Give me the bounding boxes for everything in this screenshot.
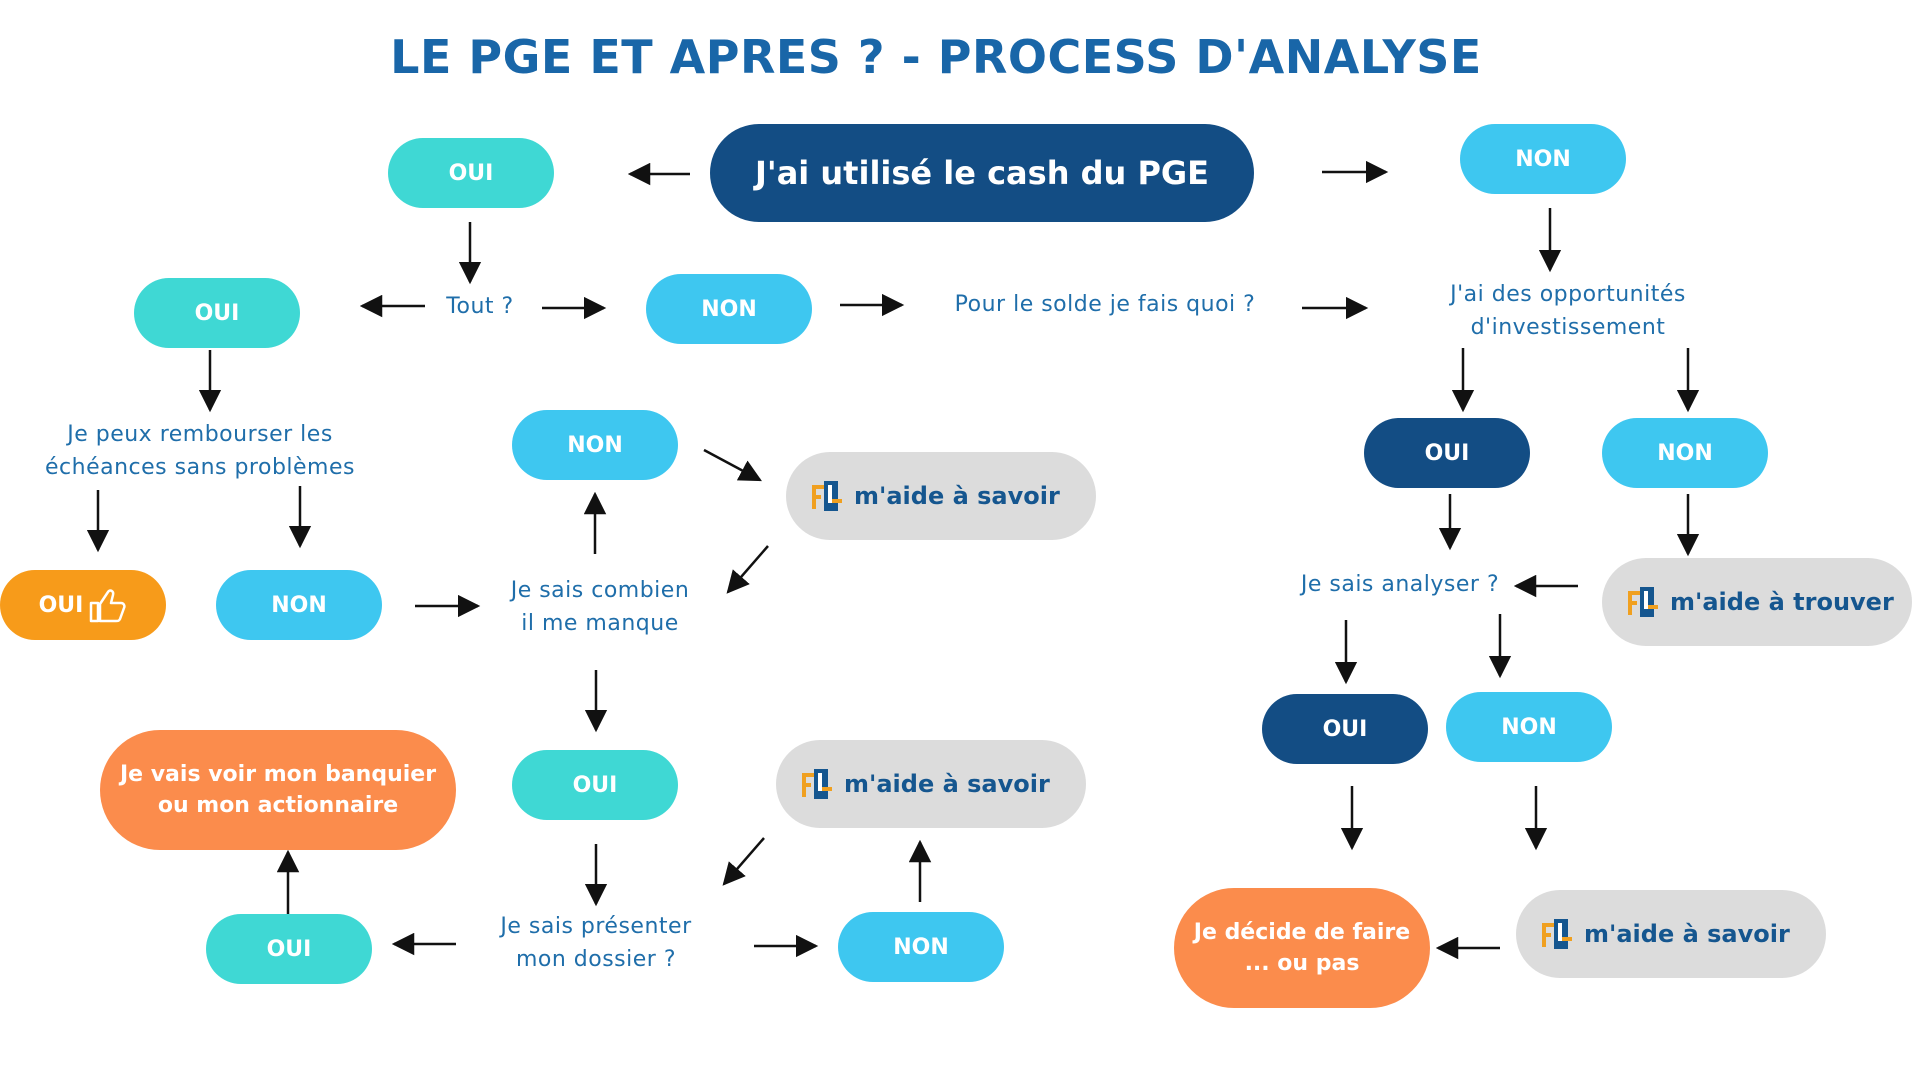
arrow-icon <box>726 545 769 594</box>
oui-node-used-cash-label: OUI <box>448 160 494 186</box>
oui-node-opportunites-label: OUI <box>1424 440 1470 466</box>
rembourser-line1: Je peux rembourser les <box>67 422 333 447</box>
fi-logo-icon <box>812 481 842 511</box>
fi-logo-icon <box>1628 587 1658 617</box>
aide-savoir-pill-3: m'aide à savoir <box>1516 890 1826 978</box>
presenter-question: Je sais présenter mon dossier ? <box>466 910 726 976</box>
oui-node-tout-label: OUI <box>194 300 240 326</box>
decide-line2: ... ou pas <box>1244 951 1360 976</box>
fi-logo-icon <box>802 769 832 799</box>
opportunites-line2: d'investissement <box>1470 315 1666 340</box>
tout-question: Tout ? <box>446 294 514 319</box>
non-node-used-cash: NON <box>1460 124 1626 194</box>
rembourser-question: Je peux rembourser les échéances sans pr… <box>30 418 370 484</box>
non-node-combien-up-label: NON <box>567 432 623 458</box>
non-node-analyser: NON <box>1446 692 1612 762</box>
oui-node-opportunites: OUI <box>1364 418 1530 488</box>
aide-savoir-pill-1: m'aide à savoir <box>786 452 1096 540</box>
opportunites-line1: J'ai des opportunités <box>1450 282 1686 307</box>
non-node-presenter: NON <box>838 912 1004 982</box>
oui-thumb-label: OUI <box>38 592 84 618</box>
presenter-line2: mon dossier ? <box>515 947 677 972</box>
non-node-opportunites-label: NON <box>1657 440 1713 466</box>
non-node-combien-up: NON <box>512 410 678 480</box>
banquier-line2: ou mon actionnaire <box>157 793 399 818</box>
oui-node-presenter-label: OUI <box>266 936 312 962</box>
oui-node-tout: OUI <box>134 278 300 348</box>
aide-trouver-label: m'aide à trouver <box>1670 588 1894 616</box>
aide-savoir-2-label: m'aide à savoir <box>844 770 1050 798</box>
oui-thumb-node: OUI <box>0 570 166 640</box>
oui-node-used-cash: OUI <box>388 138 554 208</box>
oui-node-analyser: OUI <box>1262 694 1428 764</box>
combien-line2: il me manque <box>521 611 679 636</box>
combien-line1: Je sais combien <box>510 578 690 603</box>
combien-question: Je sais combien il me manque <box>470 574 730 640</box>
non-node-presenter-label: NON <box>893 934 949 960</box>
oui-node-presenter: OUI <box>206 914 372 984</box>
presenter-line1: Je sais présenter <box>500 914 692 939</box>
opportunites-question: J'ai des opportunités d'investissement <box>1418 278 1718 344</box>
aide-trouver-pill: m'aide à trouver <box>1602 558 1912 646</box>
aide-savoir-pill-2: m'aide à savoir <box>776 740 1086 828</box>
banquier-node: Je vais voir mon banquier ou mon actionn… <box>100 730 456 850</box>
thumbs-up-icon <box>90 589 126 623</box>
banquier-line1: Je vais voir mon banquier <box>119 762 437 787</box>
non-node-tout-label: NON <box>701 296 757 322</box>
start-node: J'ai utilisé le cash du PGE <box>710 124 1254 222</box>
non-node-rembourser-label: NON <box>271 592 327 618</box>
arrow-icon <box>703 448 762 482</box>
rembourser-line2: échéances sans problèmes <box>45 455 355 480</box>
page-title: LE PGE ET APRES ? - PROCESS D'ANALYSE <box>390 30 1482 84</box>
decide-node: Je décide de faire ... ou pas <box>1174 888 1430 1008</box>
non-node-rembourser: NON <box>216 570 382 640</box>
non-node-used-cash-label: NON <box>1515 146 1571 172</box>
aide-savoir-3-label: m'aide à savoir <box>1584 920 1790 948</box>
arrow-icon <box>722 837 765 886</box>
start-node-label: J'ai utilisé le cash du PGE <box>754 154 1210 192</box>
oui-node-combien-label: OUI <box>572 772 618 798</box>
aide-savoir-1-label: m'aide à savoir <box>854 482 1060 510</box>
decide-line1: Je décide de faire <box>1193 920 1411 945</box>
non-node-tout: NON <box>646 274 812 344</box>
analyser-question: Je sais analyser ? <box>1300 572 1500 597</box>
oui-node-analyser-label: OUI <box>1322 716 1368 742</box>
oui-node-combien: OUI <box>512 750 678 820</box>
non-node-opportunites: NON <box>1602 418 1768 488</box>
non-node-analyser-label: NON <box>1501 714 1557 740</box>
fi-logo-icon <box>1542 919 1572 949</box>
solde-question: Pour le solde je fais quoi ? <box>954 292 1256 317</box>
